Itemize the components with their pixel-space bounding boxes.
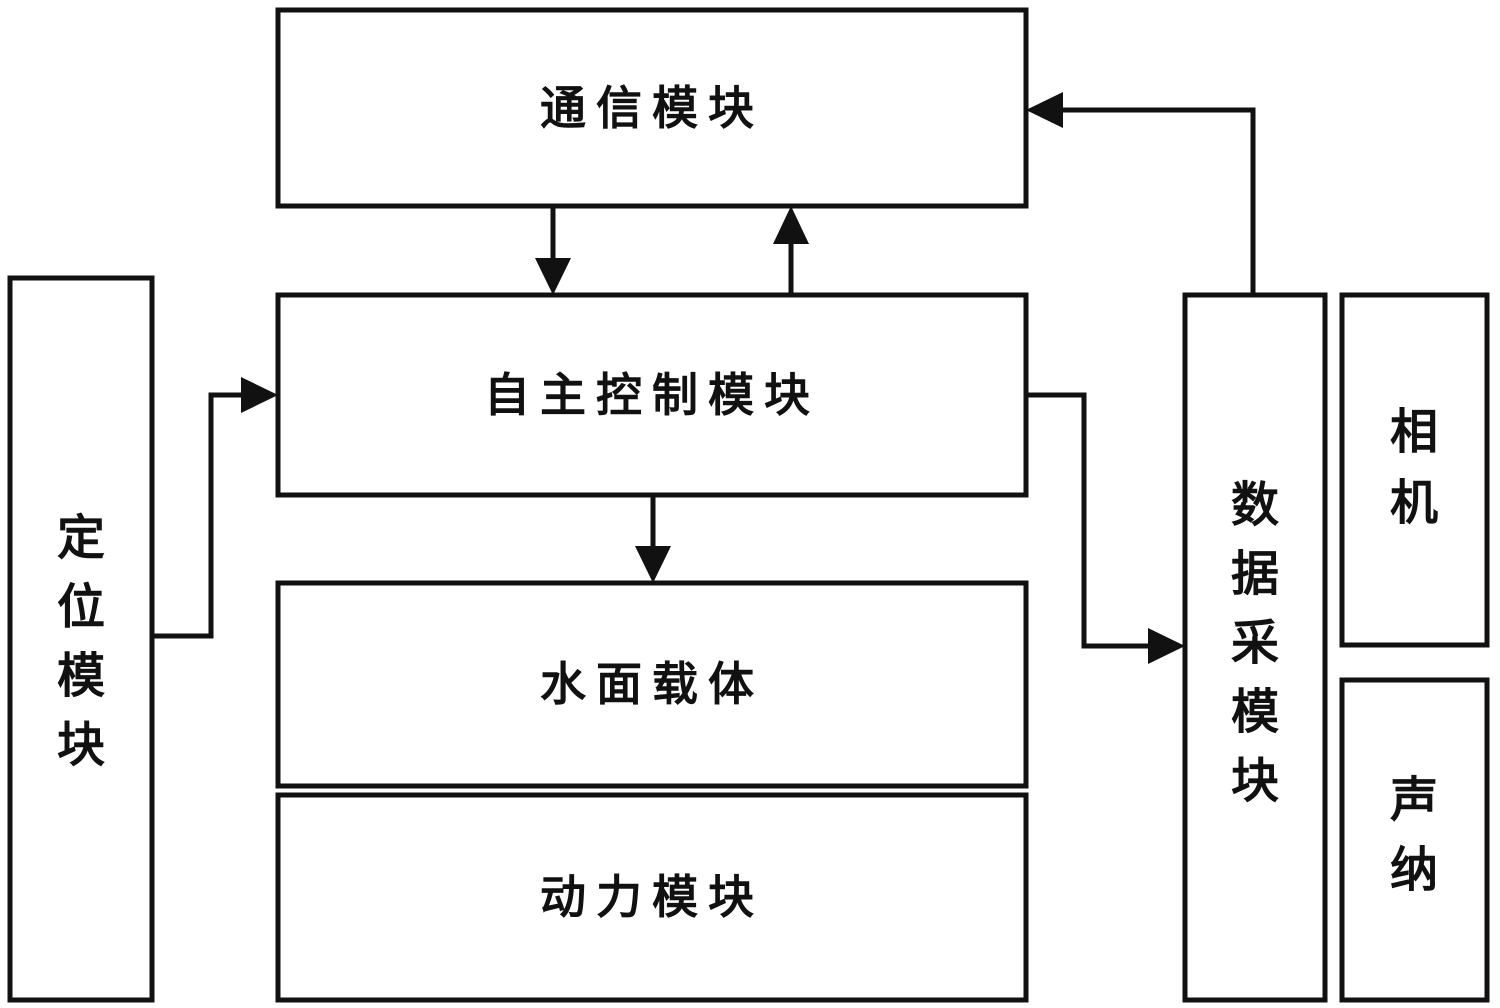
arrow-control-to-acquisition-line	[1026, 392, 1152, 649]
positioning-module-label-text: 定位模块	[57, 510, 105, 773]
sonar-label-text: 声纳	[1390, 772, 1438, 898]
arrow-positioning-to-control-head	[241, 377, 278, 413]
power-module-box	[275, 792, 1029, 1003]
arrow-control-to-comm-head	[773, 206, 809, 244]
power-module-label: 动力模块	[540, 870, 764, 924]
data-acquisition-module-box	[1182, 292, 1328, 1003]
data-acquisition-module-label-text: 数据采模块	[1231, 477, 1279, 809]
communication-module-box	[275, 7, 1029, 209]
camera-label-text: 相机	[1390, 404, 1438, 531]
positioning-module-label: 定位模块	[57, 510, 105, 773]
arrow-control-to-carrier-head	[635, 546, 671, 583]
arrow-control-to-acquisition-head	[1148, 628, 1185, 664]
surface-carrier-box	[275, 580, 1029, 789]
arrow-acquisition-to-comm-line	[1059, 107, 1256, 295]
surface-carrier-label: 水面载体	[540, 657, 764, 711]
positioning-module-box	[7, 275, 155, 1003]
communication-module-label: 通信模块	[540, 81, 764, 135]
camera-label: 相机	[1390, 404, 1438, 531]
sonar-box	[1339, 677, 1490, 1003]
arrow-positioning-to-control-line	[152, 392, 245, 639]
autonomous-control-module-box	[275, 292, 1029, 498]
arrow-comm-to-control-head	[535, 258, 571, 295]
camera-box	[1339, 292, 1490, 648]
sonar-label: 声纳	[1390, 772, 1438, 898]
data-acquisition-module-label: 数据采模块	[1231, 477, 1279, 809]
arrow-acquisition-to-comm-head	[1026, 92, 1063, 128]
autonomous-control-module-label: 自主控制模块	[484, 368, 820, 422]
